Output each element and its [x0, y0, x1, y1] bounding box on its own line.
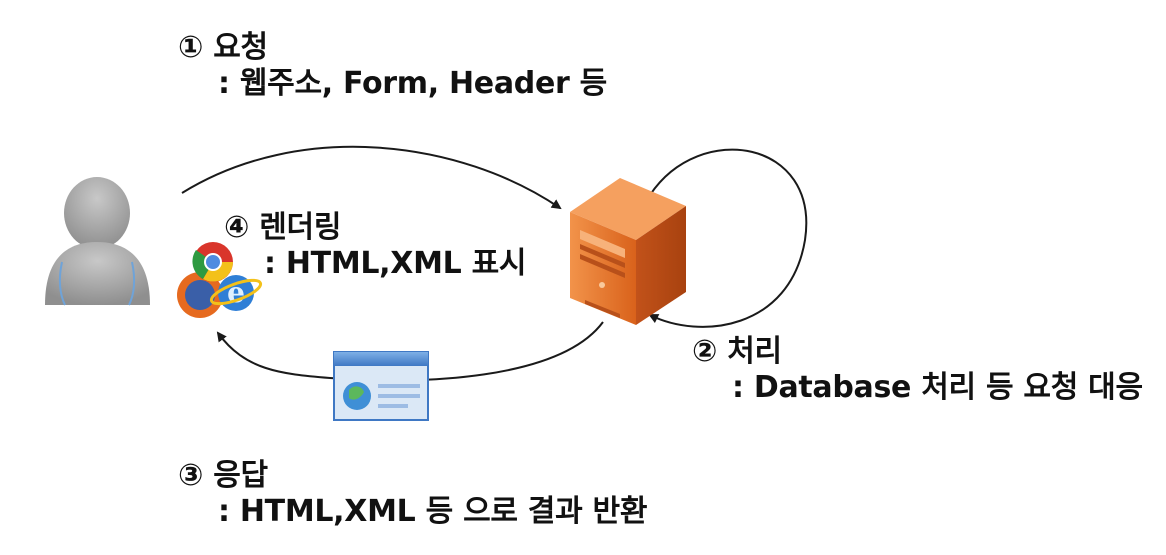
process-loop-arrow — [648, 148, 808, 328]
step-render-title: ④ 렌더링 — [224, 210, 342, 245]
step-request-label: ① 요청 : 웹주소, Form, Header 등 — [178, 30, 607, 102]
server-tower-icon — [570, 178, 686, 325]
step-response-title: ③ 응답 — [178, 458, 268, 493]
step-request-desc: : 웹주소, Form, Header 등 — [218, 66, 607, 101]
step-response-desc: : HTML,XML 등 으로 결과 반환 — [218, 494, 648, 529]
step-request-title: ① 요청 — [178, 30, 268, 65]
step-process-title: ② 처리 — [692, 334, 782, 369]
browser-logos-icon: e — [177, 242, 263, 318]
step-render-label: ④ 렌더링 : HTML,XML 표시 — [224, 210, 527, 282]
user-icon — [45, 177, 150, 306]
step-process-desc: : Database 처리 등 요청 대응 — [732, 370, 1143, 405]
web-document-icon — [333, 351, 429, 421]
step-response-label: ③ 응답 : HTML,XML 등 으로 결과 반환 — [178, 458, 647, 530]
request-arrow — [181, 145, 562, 210]
step-render-desc: : HTML,XML 표시 — [264, 246, 527, 281]
step-process-label: ② 처리 : Database 처리 등 요청 대응 — [692, 334, 1143, 406]
